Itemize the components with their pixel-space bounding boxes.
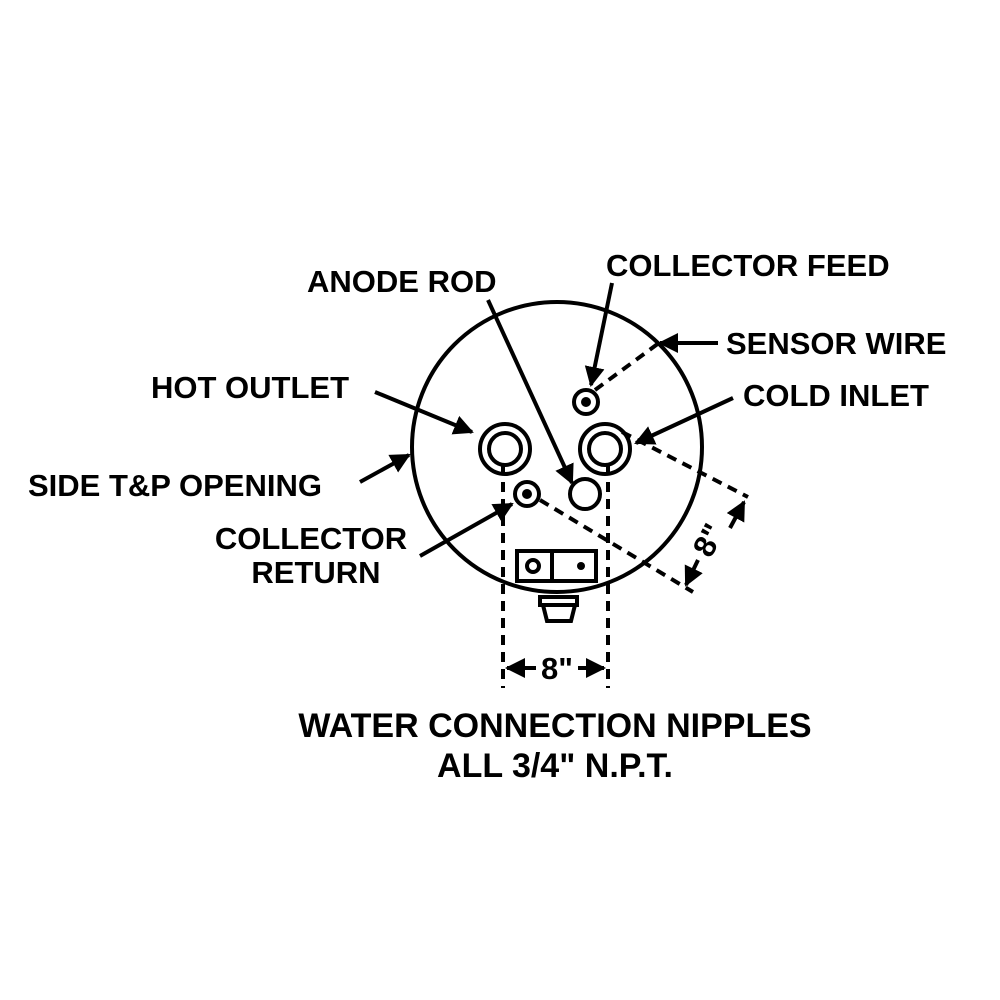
drain-valve <box>515 549 598 623</box>
collector-return-label-line2: RETURN <box>251 555 380 590</box>
side-tp-opening-label: SIDE T&P OPENING <box>28 468 322 503</box>
sensor-wire-label: SENSOR WIRE <box>726 326 946 361</box>
anode-rod-fitting <box>568 477 602 511</box>
leader-lines <box>359 282 734 558</box>
collector-feed-label: COLLECTOR FEED <box>606 248 890 283</box>
horizontal-dimension-label: 8" <box>541 651 573 686</box>
collector-return-fitting <box>513 480 541 508</box>
collector-feed-fitting <box>572 388 600 416</box>
anode-rod-label: ANODE ROD <box>307 264 496 299</box>
collector-return-label-line1: COLLECTOR <box>215 521 407 556</box>
diagonal-dimension-label: 8" <box>686 518 732 563</box>
caption-line1: WATER CONNECTION NIPPLES <box>298 707 811 745</box>
tank-top-outline <box>410 300 704 594</box>
dimension-lines <box>501 338 749 688</box>
hot-outlet-label: HOT OUTLET <box>151 370 349 405</box>
caption-line2: ALL 3/4" N.P.T. <box>437 747 673 785</box>
dimension-arrows <box>505 500 746 678</box>
cold-inlet-label: COLD INLET <box>743 378 929 413</box>
cold-inlet-fitting <box>578 422 632 476</box>
